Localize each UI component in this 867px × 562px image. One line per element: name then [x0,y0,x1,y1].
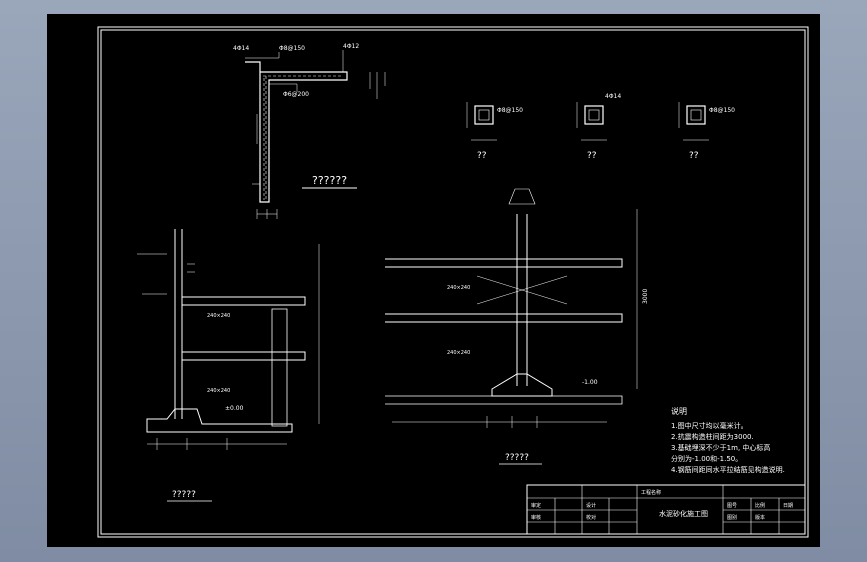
caption-top-left: ?????? [312,174,347,187]
title-cell: 图号 [727,503,737,509]
outer-border [97,26,809,538]
rebar-label: Φ6@200 [283,91,309,98]
detail-bottom-left: 240×240 240×240 ±0.00 ????? [137,229,320,502]
title-cell: 审核 [531,514,541,521]
caption-section-c: ?? [689,151,699,161]
inner-border [100,29,806,535]
title-cell: 审定 [531,502,541,509]
drawing-title: 水泥砂化施工图 [659,509,708,518]
title-cell: 日期 [783,503,793,509]
note-line: 4.钢筋间距同水平拉结筋见构造说明. [671,465,785,474]
note-line: 1.图中尺寸均以毫米计。 [671,421,748,430]
title-cell: 设计 [586,502,596,509]
beam-size-label: 240×240 [207,313,230,319]
caption-middle: ????? [505,453,529,463]
notes-heading: 说明 [671,406,687,416]
beam-size-label: 240×240 [447,285,470,291]
title-block-project: 工程名称 [641,489,661,496]
section-rebar-label: 4Φ14 [605,93,621,100]
title-cell: 比例 [755,502,765,509]
section-rebar-label: Φ8@150 [709,107,735,114]
rebar-label: 4Φ12 [343,43,359,50]
design-notes: 说明 1.图中尺寸均以毫米计。 2.抗震构造柱间距为3000. 3.基础埋深不少… [671,406,785,474]
caption-section-a: ?? [477,151,487,161]
caption-section-b: ?? [587,151,597,161]
section-rebar-label: Φ8@150 [497,107,523,114]
note-line: 3.基础埋深不少于1m, 中心标高 [671,443,770,452]
detail-top-left: 4Φ14 Φ8@150 4Φ12 Φ6@200 ?????? [233,43,386,219]
title-cell: 版本 [755,514,765,521]
title-cell: 校对 [586,514,596,521]
drawing-sheet: 4Φ14 Φ8@150 4Φ12 Φ6@200 ?????? Φ8@150 4Φ… [47,14,820,547]
section-details: Φ8@150 4Φ14 Φ8@150 ?? ?? ?? [466,93,735,161]
cad-drawing: 4Φ14 Φ8@150 4Φ12 Φ6@200 ?????? Φ8@150 4Φ… [97,26,809,538]
detail-middle: 240×240 240×240 -1.00 3000 ????? [385,188,649,465]
note-line: 分别为-1.00和-1.50。 [671,454,742,463]
note-line: 2.抗震构造柱间距为3000. [671,432,754,441]
beam-size-label: 240×240 [447,350,470,356]
beam-size-label: 240×240 [207,388,230,394]
dim-label: 3000 [642,289,649,304]
rebar-label: 4Φ14 [233,45,249,52]
title-block: 工程名称 水泥砂化施工图 审定 审核 设计 校对 图号 比例 日期 图别 版本 [526,484,806,535]
rebar-label: Φ8@150 [279,45,305,52]
title-cell: 图别 [727,514,737,521]
caption-bottom-left: ????? [172,490,196,500]
elev-label: -1.00 [582,379,598,386]
elev-label: ±0.00 [225,405,244,412]
